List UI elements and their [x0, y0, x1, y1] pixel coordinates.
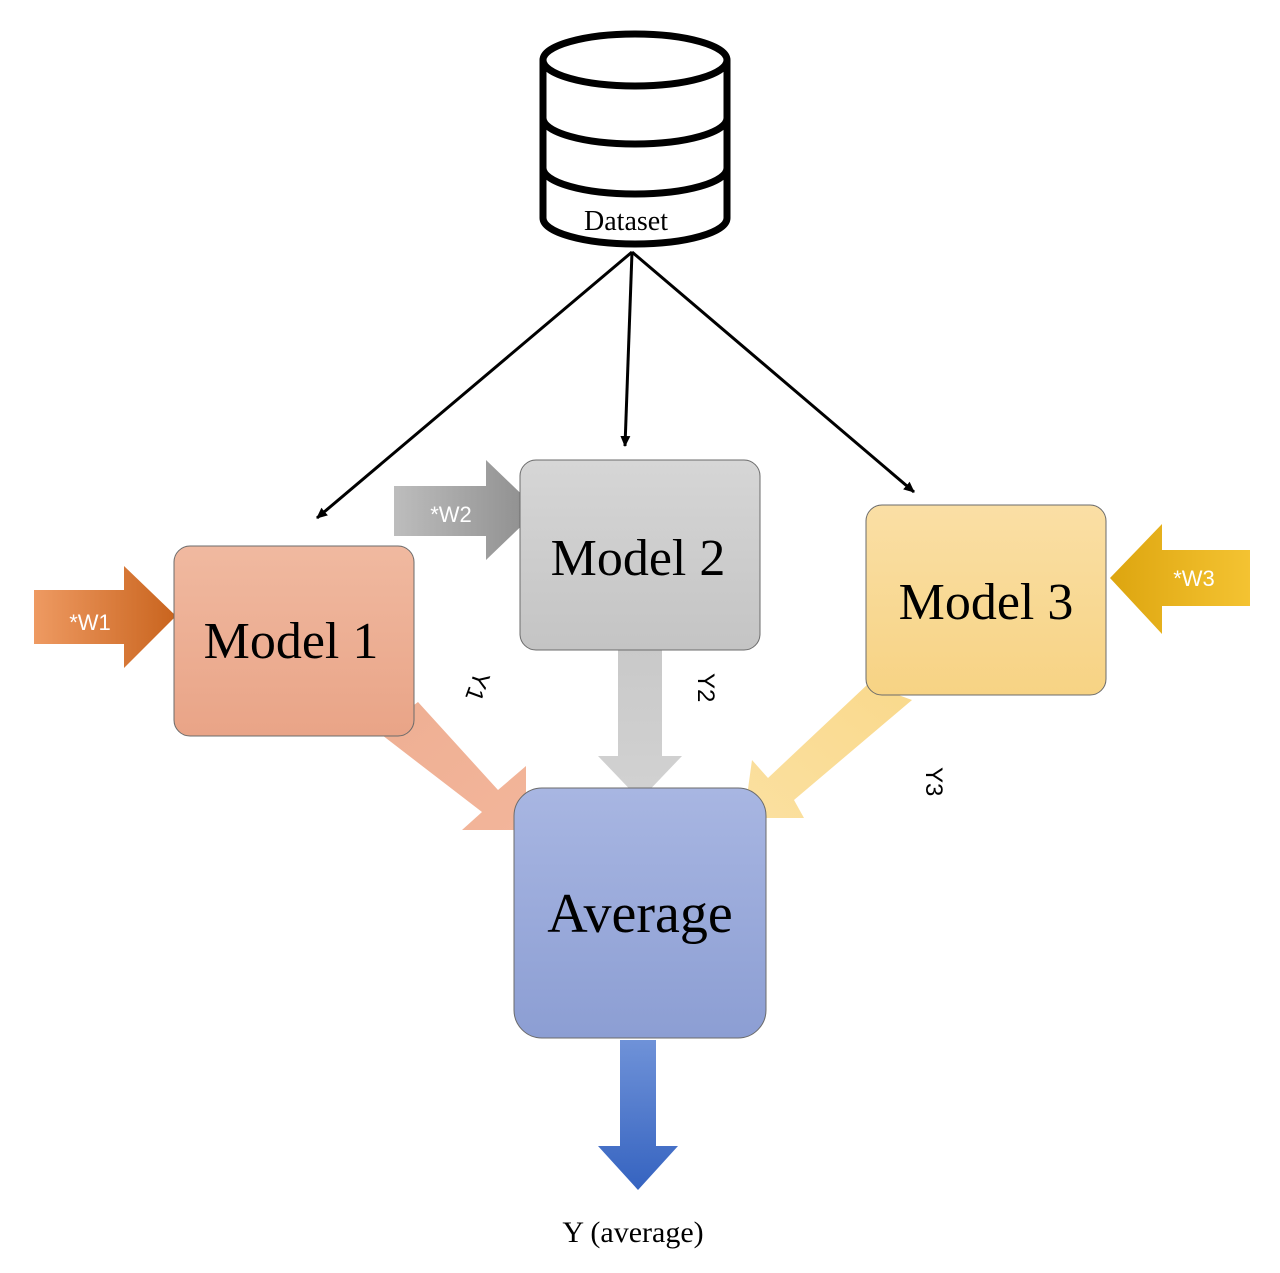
dataset-label: Dataset [584, 206, 668, 237]
model3-label: Model 3 [899, 574, 1074, 631]
dataset-to-model1-arrow [316, 250, 633, 520]
model2-output-arrow [598, 648, 682, 800]
weight3-label: *W3 [1173, 566, 1215, 591]
y1-label: Y1 [459, 668, 494, 705]
model3-box [865, 504, 1107, 696]
weight3-arrow [1110, 524, 1250, 634]
model1-output-arrow [378, 702, 526, 830]
weight2-label: *W2 [430, 502, 472, 527]
y2-label: Y2 [692, 673, 719, 702]
average-box [513, 787, 767, 1039]
model1-label: Model 1 [204, 613, 379, 670]
weight1-label: *W1 [69, 610, 111, 635]
average-output-arrow [598, 1040, 678, 1190]
weight1-arrow [34, 566, 176, 668]
model2-box [519, 459, 761, 651]
weight2-arrow [394, 460, 538, 560]
model3-output-arrow [744, 684, 912, 818]
dataset-to-model2-arrow [620, 251, 634, 447]
output-label: Y (average) [562, 1216, 703, 1249]
model1-box [173, 545, 415, 737]
dataset-to-model3-arrow [631, 250, 915, 494]
y3-label: Y3 [920, 767, 947, 796]
average-label: Average [547, 883, 733, 945]
database-icon [539, 30, 731, 248]
model2-label: Model 2 [551, 530, 726, 587]
